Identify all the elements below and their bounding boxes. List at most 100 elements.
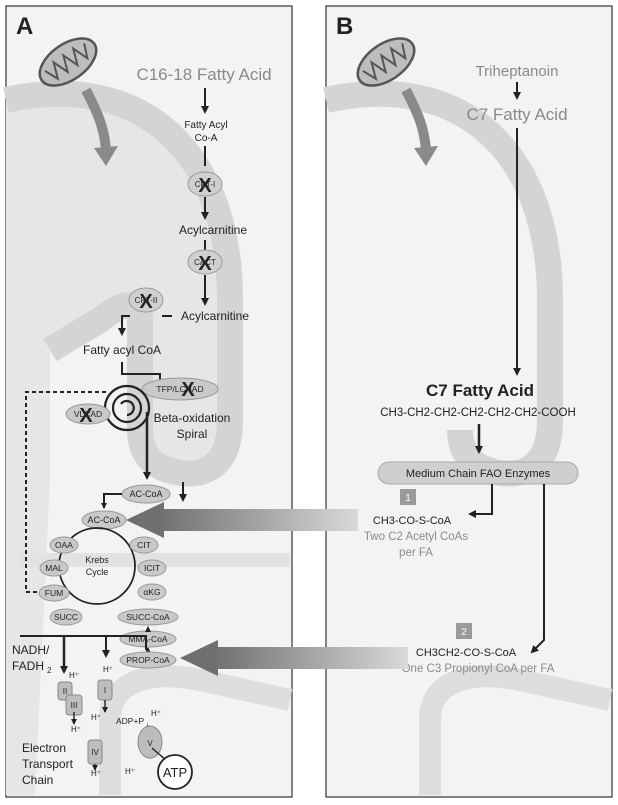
complex-iii-label: III — [71, 701, 78, 710]
cpt1-label: CPT-I — [195, 180, 215, 189]
fum-label: FUM — [45, 588, 63, 598]
c7-fatty-acid-gray: C7 Fatty Acid — [466, 105, 567, 124]
krebs-line2: Cycle — [86, 567, 109, 577]
akg-label: αKG — [143, 587, 160, 597]
badge-2 — [456, 623, 472, 639]
tfp-lchad-label: TFP/LCHAD — [156, 384, 203, 394]
mito-pointer-arrowhead-a — [94, 146, 118, 166]
mito-pointer-arrowhead-b — [414, 146, 438, 166]
cit-pill — [129, 536, 159, 554]
vlcad-label: VLCAD — [74, 409, 102, 419]
oaa-pill — [49, 536, 79, 554]
atp-circle — [157, 754, 193, 790]
atp-label: ATP — [163, 765, 187, 780]
vlcad-block-x: X — [79, 405, 93, 427]
cpt1-enzyme — [187, 171, 223, 197]
complex-v-shape — [137, 725, 163, 759]
ac-coa-top: AC-CoA — [129, 489, 162, 499]
mc-fao-pill — [377, 461, 579, 485]
triheptanoin-label: Triheptanoin — [476, 63, 559, 80]
etc-line1: Electron — [22, 741, 66, 755]
cpt2-enzyme — [128, 287, 164, 313]
etc-line2: Transport — [22, 757, 74, 771]
prop-coa-pill — [119, 651, 177, 669]
cpt2-label: CPT-II — [135, 296, 158, 305]
acetyl-transfer-arrow-shaft — [158, 509, 358, 531]
ac-coa-krebs: AC-CoA — [87, 515, 120, 525]
adp-sub: i — [147, 723, 148, 729]
propionyl-transfer-arrow-shaft — [212, 647, 408, 669]
icit-pill — [137, 559, 167, 577]
mitochondrion-icon — [38, 37, 98, 87]
mitochondrion-icon-b — [356, 37, 416, 87]
arrow-cpt2-to-acylcoa — [118, 315, 130, 336]
mal-pill — [39, 559, 69, 577]
propionyl-desc: One C3 Propionyl CoA per FA — [402, 663, 555, 675]
etc-line3: Chain — [22, 773, 53, 787]
fatty-acyl-coa-line2: Co-A — [195, 133, 218, 144]
h-plus-6: H⁺ — [151, 709, 161, 718]
acetyl-desc-line1: Two C2 Acetyl CoAs — [364, 531, 468, 543]
succ-coa-label: SUCC-CoA — [126, 612, 170, 622]
h-plus-2: H⁺ — [103, 665, 113, 674]
c7-fatty-acid-bold: C7 Fatty Acid — [426, 381, 534, 400]
tfp-block-x: X — [181, 379, 195, 401]
badge-2-label: 2 — [461, 627, 467, 638]
acetyl-transfer-arrowhead — [126, 502, 164, 538]
h-plus-7: H⁺ — [125, 767, 135, 776]
complex-i-label: I — [104, 686, 106, 695]
mito-membrane-b-bottom — [419, 665, 613, 795]
akg-pill — [137, 583, 167, 601]
panel-b-letter: B — [336, 13, 353, 40]
panel-a-letter: A — [16, 13, 33, 40]
nadh-bracket-line — [20, 635, 147, 650]
cross-panel-arrows — [126, 502, 408, 676]
badge-1 — [400, 489, 416, 505]
c16-fatty-acid-label: C16-18 Fatty Acid — [136, 65, 271, 84]
succ-pill — [49, 608, 83, 626]
mito-inner-space — [6, 93, 230, 795]
nadh-line1: NADH/ — [12, 643, 50, 657]
propionyl-formula: CH3CH2-CO-S-CoA — [416, 647, 517, 659]
tfp-lchad-enzyme — [141, 377, 219, 401]
krebs-line1: Krebs — [85, 555, 109, 565]
mito-membrane-a — [3, 80, 243, 487]
cact-enzyme — [187, 249, 223, 275]
h-plus-3: H⁺ — [91, 713, 101, 722]
dashed-link-tfp-to-fum — [25, 391, 106, 593]
mito-membrane-a-bottom — [99, 665, 293, 795]
arrow-mcfao-to-propionyl — [530, 484, 545, 654]
panel-b: B Triheptanoin C7 Fatty Acid C7 Fatty Ac… — [323, 5, 613, 798]
badge-1-label: 1 — [405, 493, 411, 504]
line-acylcoa-to-tfp — [121, 362, 161, 380]
cpt1-block-x: X — [198, 175, 212, 197]
acetyl-desc-line2: per FA — [399, 547, 433, 559]
fum-pill — [38, 584, 70, 602]
beta-ox-line2: Spiral — [177, 427, 208, 441]
h-plus-1: H⁺ — [69, 671, 79, 680]
panel-a: A C16-18 Fatty Acid Fatty Acyl Co-A CPT-… — [3, 5, 293, 798]
h-plus-5: H⁺ — [91, 769, 101, 778]
vlcad-enzyme — [65, 403, 111, 425]
propionyl-transfer-arrowhead — [180, 640, 218, 676]
arrow-mcfao-to-acetyl — [468, 484, 493, 518]
icit-label: ICIT — [144, 563, 160, 573]
cact-block-x: X — [198, 253, 212, 275]
acetyl-formula: CH3-CO-S-CoA — [373, 515, 452, 527]
succ-coa-pill — [117, 608, 179, 626]
complex-v-label: V — [147, 739, 153, 748]
nadh-line2: FADH — [12, 659, 44, 673]
adp-p-label: ADP+P — [116, 716, 144, 726]
cact-label: CACT — [194, 258, 216, 267]
complex-iv-label: IV — [91, 748, 99, 757]
oaa-label: OAA — [55, 540, 73, 550]
nadh-sub: 2 — [47, 666, 52, 675]
cit-label: CIT — [137, 540, 151, 550]
c7-formula: CH3-CH2-CH2-CH2-CH2-CH2-COOH — [380, 407, 576, 419]
cpt2-block-x: X — [139, 291, 153, 313]
succ-label: SUCC — [54, 612, 78, 622]
complex-ii-label: II — [63, 687, 67, 696]
mma-coa-label: MMA-CoA — [128, 634, 168, 644]
mito-pointer-arrow-a — [81, 87, 111, 151]
